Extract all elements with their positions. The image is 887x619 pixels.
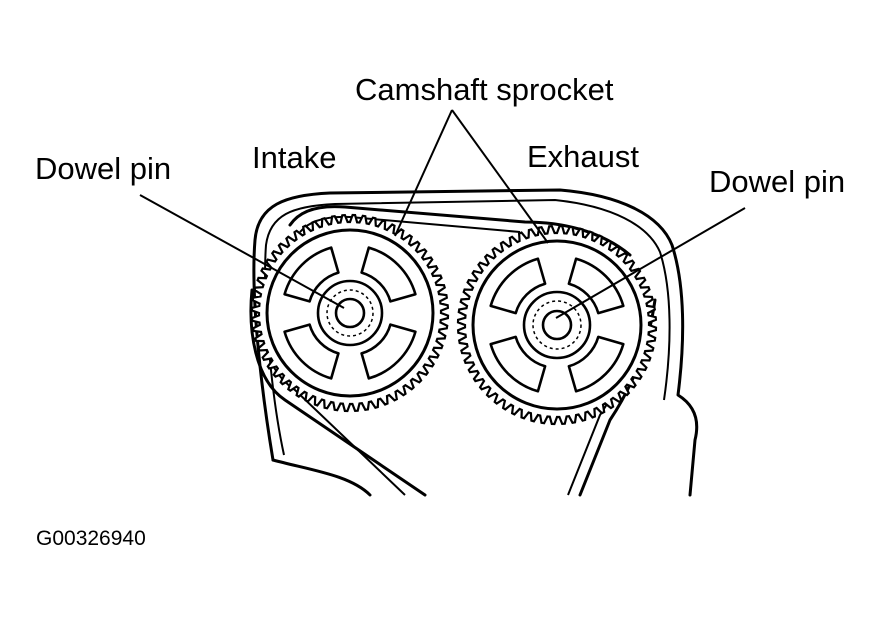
exhaust-spoke-window-2 [489, 335, 547, 393]
intake-spoke-window-2 [283, 323, 340, 380]
leader-lines [139, 109, 746, 319]
leader-camshaft-sprocket-exhaust [451, 109, 549, 244]
leader-dowel-pin-intake [139, 194, 345, 309]
exhaust-spoke-window-1 [567, 335, 625, 393]
exhaust-sprocket-rim [471, 239, 643, 411]
exhaust-spoke-window-4 [567, 257, 625, 315]
exhaust-camshaft-sprocket [456, 224, 658, 426]
figure-id: G00326940 [36, 527, 146, 550]
exhaust-hub-ring [532, 300, 582, 350]
intake-sprocket-rim [265, 228, 435, 398]
leader-camshaft-sprocket-intake [394, 109, 453, 237]
label-dowel-pin-left: Dowel pin [35, 151, 171, 186]
exhaust-spoke-window-3 [489, 257, 547, 315]
leader-dowel-pin-exhaust [555, 207, 746, 319]
label-exhaust: Exhaust [527, 139, 639, 174]
label-camshaft-sprocket: Camshaft sprocket [355, 72, 614, 107]
label-dowel-pin-right: Dowel pin [709, 164, 845, 199]
exhaust-dowel-pin [541, 309, 573, 341]
label-intake: Intake [252, 140, 336, 175]
intake-spoke-window-1 [360, 323, 417, 380]
intake-camshaft-sprocket [250, 213, 450, 413]
intake-dowel-pin [334, 297, 366, 329]
intake-hub-ring [326, 289, 374, 337]
intake-spoke-window-4 [360, 246, 417, 303]
